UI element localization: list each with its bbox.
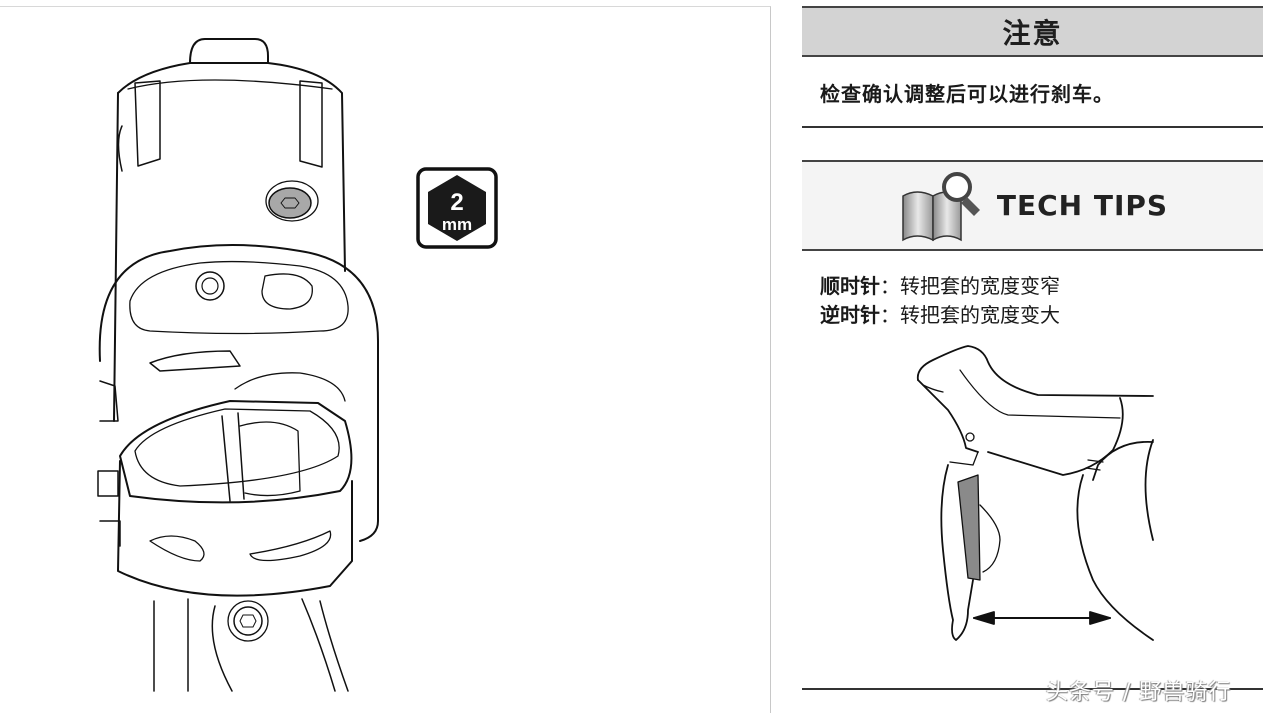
caution-header: 注意	[802, 6, 1263, 57]
tip-line-counterclockwise: 逆时针：转把套的宽度变大	[820, 303, 1060, 327]
caution-text: 检查确认调整后可以进行刹车。	[820, 82, 1114, 106]
hex-key-icon: 2 mm	[416, 167, 498, 249]
hex-key-2mm-badge: 2 mm	[416, 167, 498, 249]
svg-text:2: 2	[450, 189, 463, 216]
section-divider	[802, 126, 1263, 128]
tech-tips-header: TECH TIPS	[802, 160, 1263, 251]
book-magnifier-icon	[902, 171, 980, 241]
tip-line-clockwise: 顺时针：转把套的宽度变窄	[820, 274, 1060, 298]
svg-text:mm: mm	[442, 215, 472, 234]
bottom-divider	[802, 688, 1263, 690]
brake-lever-reach-drawing	[916, 345, 1154, 641]
tech-tips-list: 顺时针：转把套的宽度变窄 逆时针：转把套的宽度变大	[820, 272, 1060, 330]
brake-lever-clamp-drawing	[97, 38, 379, 692]
left-illustration-panel: 2 mm	[0, 6, 771, 713]
notes-panel: 注意 检查确认调整后可以进行刹车。 TECH TIPS 顺时针：转把套的宽度变窄…	[802, 0, 1263, 712]
caution-title: 注意	[1002, 16, 1063, 50]
tech-tips-title: TECH TIPS	[996, 189, 1169, 222]
watermark: 头条号 / 野兽骑行	[1046, 680, 1232, 705]
